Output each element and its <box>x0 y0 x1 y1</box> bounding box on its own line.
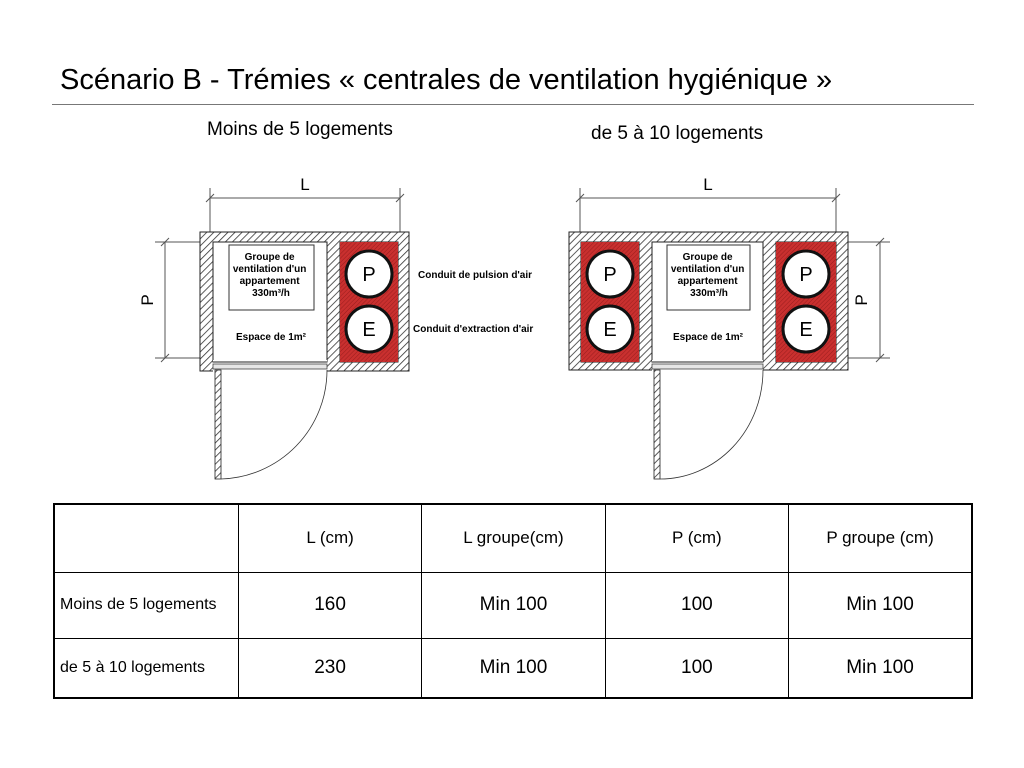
table-cell: 230 <box>237 637 423 699</box>
supply-duct-letter: P <box>799 264 812 286</box>
depth-label: P <box>138 294 157 305</box>
dimensions-table: L (cm) L groupe(cm) P (cm) P groupe (cm)… <box>53 503 973 699</box>
callout-extract-duct: Conduit d'extraction d'air <box>413 324 533 335</box>
caption-medium-building: de 5 à 10 logements <box>591 123 764 144</box>
plan-medium-building: L P Groupe de ventilation d'un apparteme… <box>568 175 890 480</box>
door-lintel <box>651 363 764 370</box>
table-cell: Min 100 <box>788 637 973 699</box>
table-cell: 100 <box>604 571 790 639</box>
row-label: Moins de 5 logements <box>53 571 239 639</box>
dimension-width: L <box>575 175 841 232</box>
width-label: L <box>300 175 309 194</box>
table-header-cell: P (cm) <box>604 503 790 573</box>
door-swing <box>659 369 764 480</box>
supply-duct <box>344 249 394 299</box>
ventilation-unit <box>666 244 751 311</box>
extract-duct <box>344 304 394 354</box>
table-header-cell: L (cm) <box>237 503 423 573</box>
callout-supply-duct: Conduit de pulsion d'air <box>418 270 532 281</box>
table-row: de 5 à 10 logements 230 Min 100 100 Min … <box>53 637 973 699</box>
ventilation-unit-label: Groupe de ventilation d'un appartement 3… <box>671 252 747 299</box>
ventilation-unit-label: Groupe de ventilation d'un appartement 3… <box>233 252 309 299</box>
extract-duct-letter: E <box>799 319 812 341</box>
table-header-row: L (cm) L groupe(cm) P (cm) P groupe (cm) <box>53 503 973 573</box>
table-cell: 160 <box>237 571 423 639</box>
extract-duct-letter: E <box>603 319 616 341</box>
table-row: Moins de 5 logements 160 Min 100 100 Min… <box>53 571 973 639</box>
supply-duct <box>781 249 831 299</box>
table-header-cell: P groupe (cm) <box>788 503 973 573</box>
floor-plans: L P Groupe de ventilation d'un apparteme… <box>138 175 890 480</box>
space-label: Espace de 1m² <box>236 332 307 343</box>
width-label: L <box>703 175 712 194</box>
table-cell: Min 100 <box>421 571 606 639</box>
door-swing <box>220 369 328 480</box>
table-header-cell: L groupe(cm) <box>421 503 606 573</box>
table-cell: Min 100 <box>788 571 973 639</box>
extract-duct <box>781 304 831 354</box>
extract-duct-letter: E <box>362 319 375 341</box>
supply-duct <box>585 249 635 299</box>
door-leaf <box>214 369 222 480</box>
table-cell: Min 100 <box>421 637 606 699</box>
supply-duct-letter: P <box>603 264 616 286</box>
ventilation-unit <box>228 244 315 311</box>
dimension-width: L <box>205 175 405 232</box>
dimension-depth: P <box>138 237 205 363</box>
door-lintel <box>212 363 328 370</box>
door-leaf <box>653 369 661 480</box>
table-header-cell <box>53 503 239 573</box>
row-label: de 5 à 10 logements <box>53 637 239 699</box>
extract-duct <box>585 304 635 354</box>
space-label: Espace de 1m² <box>673 332 744 343</box>
plan-small-building: L P Groupe de ventilation d'un apparteme… <box>138 175 410 480</box>
title-divider <box>52 104 974 105</box>
supply-duct-letter: P <box>362 264 375 286</box>
table-cell: 100 <box>604 637 790 699</box>
slide-title: Scénario B - Trémies « centrales de vent… <box>60 64 833 96</box>
caption-small-building: Moins de 5 logements <box>207 119 393 140</box>
depth-label: P <box>852 294 871 305</box>
dimension-depth: P <box>846 237 890 363</box>
